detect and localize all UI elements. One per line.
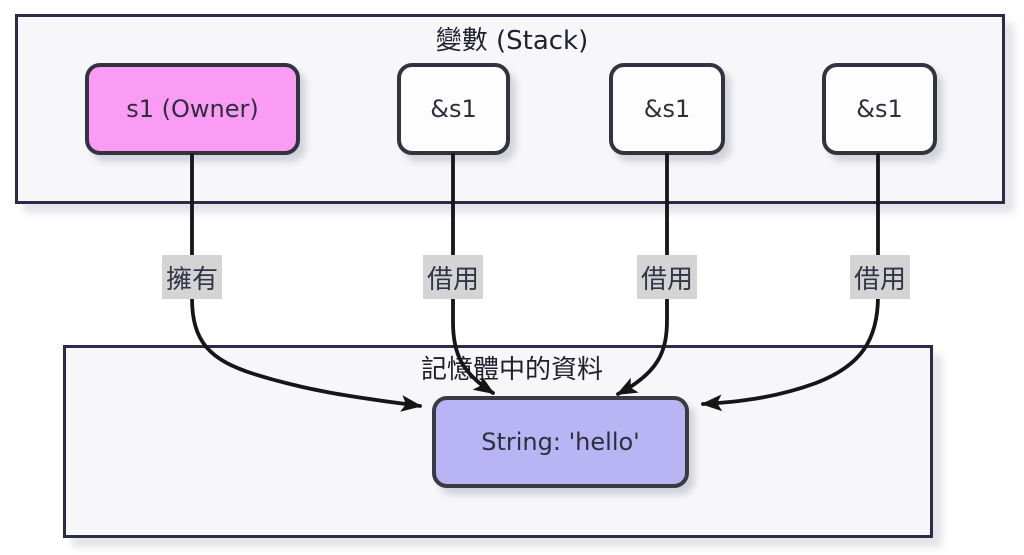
node-s1-owner: s1 (Owner) (85, 63, 300, 155)
node-string-hello: String: 'hello' (432, 396, 689, 488)
node-ref1: &s1 (397, 63, 510, 155)
node-ref2: &s1 (609, 63, 725, 155)
node-ref3: &s1 (822, 63, 937, 155)
heap-container-title: 記憶體中的資料 (420, 355, 603, 385)
edge-label-borrow-2: 借用 (636, 255, 698, 299)
stack-container-title: 變數 (Stack) (435, 26, 589, 56)
edge-label-borrow-3: 借用 (849, 255, 911, 299)
edge-label-own: 擁有 (161, 255, 223, 299)
edge-label-borrow-1: 借用 (422, 255, 484, 299)
